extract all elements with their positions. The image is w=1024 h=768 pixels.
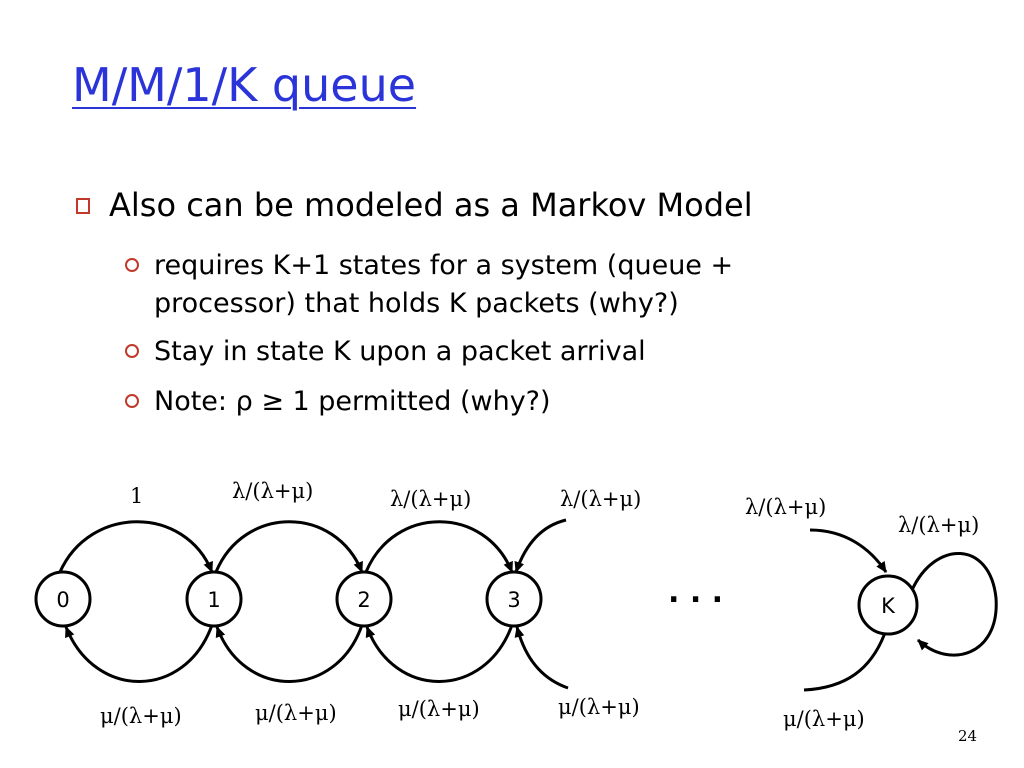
- square-bullet-icon: [76, 198, 90, 214]
- circle-bullet-icon: [125, 344, 139, 358]
- page-title: M/M/1/K queue: [72, 58, 417, 112]
- sub-bullet-text: requires K+1 states for a system (queue …: [154, 250, 734, 319]
- edge-label: λ/(λ+μ): [390, 487, 471, 511]
- state-0: 0: [34, 570, 92, 628]
- ellipsis: . . .: [668, 575, 723, 610]
- arrow-2-to-1: [215, 624, 364, 683]
- state-label: 3: [507, 588, 520, 612]
- state-2: 2: [335, 570, 393, 628]
- edge-label: μ/(λ+μ): [783, 707, 865, 731]
- arrow-into-k-top: [809, 528, 888, 573]
- circle-bullet-icon: [125, 394, 139, 408]
- state-label: 1: [207, 588, 220, 612]
- sub-bullet-text: Stay in state K upon a packet arrival: [154, 336, 646, 367]
- edge-label: μ/(λ+μ): [100, 704, 182, 728]
- edge-label: λ/(λ+μ): [232, 479, 313, 503]
- arrow-2-to-3: [364, 520, 514, 573]
- state-label: 2: [357, 588, 370, 612]
- arrow-1-to-0: [64, 624, 214, 683]
- state-1: 1: [185, 570, 243, 628]
- bullet-main-text: Also can be modeled as a Markov Model: [109, 186, 753, 224]
- circle-bullet-icon: [125, 258, 139, 272]
- arrow-0-to-1: [58, 520, 214, 573]
- edge-label: 1: [130, 484, 143, 508]
- arrow-from-k-bottom: [803, 629, 888, 692]
- arrow-into-3-top: [514, 518, 567, 573]
- edge-label: μ/(λ+μ): [255, 701, 337, 725]
- arrow-3-to-2: [365, 624, 514, 683]
- edge-label: μ/(λ+μ): [558, 695, 640, 719]
- edge-label: λ/(λ+μ): [560, 487, 641, 511]
- state-label: K: [881, 594, 896, 618]
- edge-label: λ/(λ+μ): [745, 495, 826, 519]
- sub-bullet-text: Note: ρ ≥ 1 permitted (why?): [154, 386, 551, 417]
- arrow-k-self-loop: [910, 552, 998, 657]
- state-3: 3: [485, 570, 543, 628]
- page-number: 24: [958, 727, 978, 745]
- arrow-into-3-bottom: [514, 626, 569, 690]
- state-label: 0: [56, 588, 69, 612]
- edge-label: μ/(λ+μ): [398, 697, 480, 721]
- edge-label: λ/(λ+μ): [898, 513, 979, 537]
- state-k: K: [857, 574, 919, 636]
- arrow-1-to-2: [214, 520, 364, 573]
